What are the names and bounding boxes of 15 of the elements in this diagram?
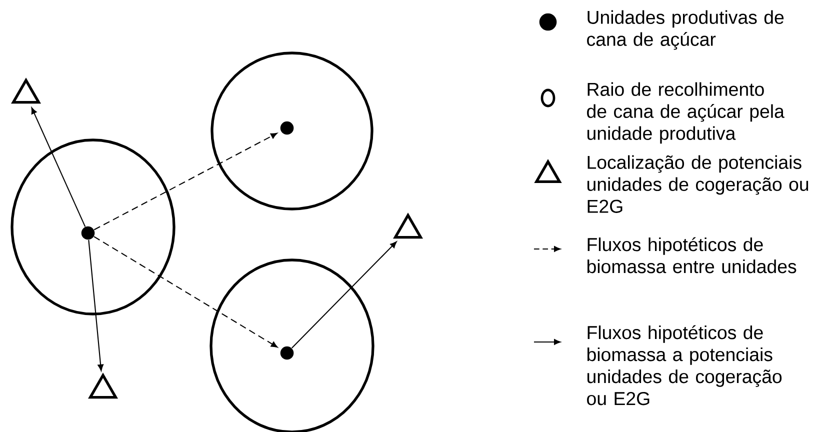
legend-text: Localização de potenciais unidades de cogeração ou E2G (587, 155, 808, 213)
production-dot (280, 121, 294, 135)
production-dot (81, 226, 95, 240)
catchment-circle (210, 52, 374, 210)
catchment-circle (10, 138, 176, 316)
dashed-arrow (94, 132, 278, 230)
legend-text: Fluxos hipotéticos de biomassa a potenciais unidades de cogeração ou E2G (587, 325, 782, 406)
arrow (291, 241, 397, 348)
legend-text: Fluxos hipotéticos de biomassa entre unidades (587, 237, 796, 274)
legend-text: Raio de recolhimento de cana de açúcar pela unidade produtiva (587, 82, 784, 144)
production-dot (280, 346, 294, 360)
legend-text: Unidades produtivas de cana de açúcar (587, 10, 784, 50)
arrow (31, 107, 86, 227)
dashed-arrow (94, 236, 278, 348)
arrow (88, 240, 104, 372)
